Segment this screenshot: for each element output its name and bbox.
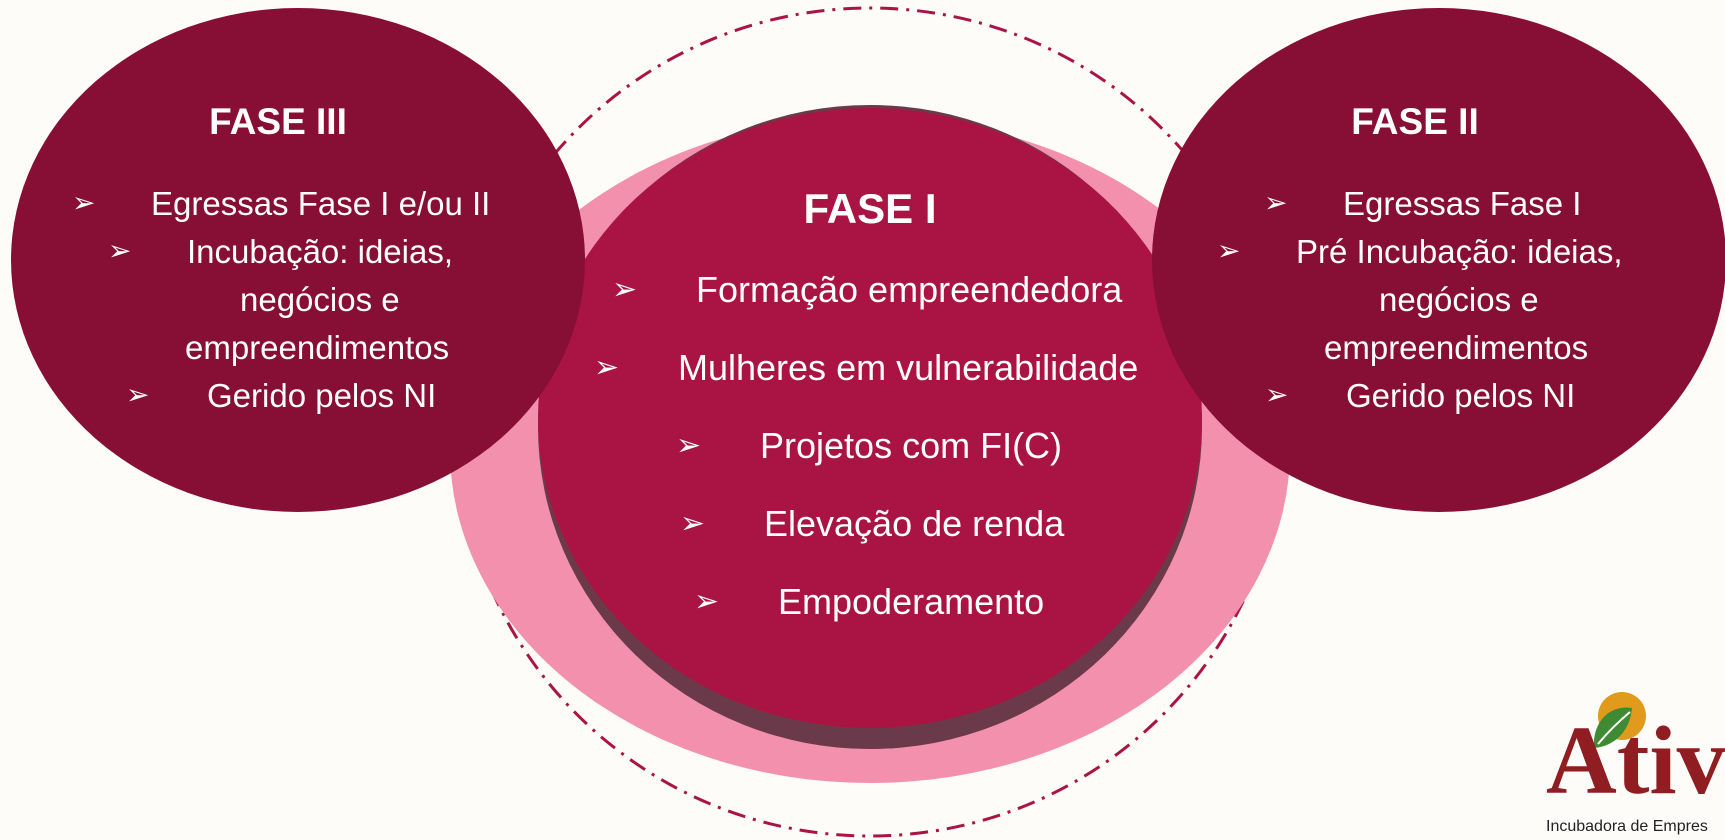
phase2-item-3: Gerido pelos NI [1346, 377, 1576, 414]
phase3-item-2-cont-1: negócios e [240, 281, 400, 318]
phase1-item-5: Empoderamento [778, 581, 1045, 622]
phase2-bullet-2: ➢ [1217, 235, 1241, 266]
phase3-bullet-2: ➢ [108, 235, 132, 266]
phase1-bullet-4: ➢ [680, 507, 706, 540]
phase2-bullet-3: ➢ [1265, 379, 1289, 410]
phase3-bullet-1: ➢ [72, 187, 96, 218]
logo-wordmark: Ativ [1546, 707, 1725, 815]
phase3-item-2-cont-2: empreendimentos [185, 329, 450, 366]
phase3-bullet-3: ➢ [126, 379, 150, 410]
phase1-circle [538, 108, 1202, 728]
phase1-bullet-5: ➢ [694, 585, 720, 618]
phase1-item-4: Elevação de renda [764, 503, 1065, 544]
phase1-item-2: Mulheres em vulnerabilidade [678, 347, 1139, 388]
logo-emblem-icon [1593, 692, 1646, 748]
phase3-circle [11, 8, 585, 512]
phase1-bullet-2: ➢ [594, 351, 620, 384]
phase3-item-2: Incubação: ideias, [187, 233, 454, 270]
phase1-item-1: Formação empreendedora [696, 269, 1123, 310]
logo-caption: Incubadora de Empres [1546, 818, 1708, 835]
logo: Ativ Incubadora de Empres [1540, 686, 1725, 840]
phase2-item-1: Egressas Fase I [1343, 185, 1582, 222]
phase2-item-2-cont-2: empreendimentos [1324, 329, 1589, 366]
phase3-title: FASE III [209, 101, 347, 142]
phase1-bullet-1: ➢ [612, 273, 638, 306]
phase3-item-3: Gerido pelos NI [207, 377, 437, 414]
phase2-bullet-1: ➢ [1264, 187, 1288, 218]
phase3-item-1: Egressas Fase I e/ou II [151, 185, 491, 222]
phase1-bullet-3: ➢ [676, 429, 702, 462]
phase2-item-2-cont-1: negócios e [1379, 281, 1539, 318]
phase1-title: FASE I [803, 185, 937, 232]
phase2-circle [1152, 8, 1725, 512]
phase1-item-3: Projetos com FI(C) [760, 425, 1063, 466]
phase2-item-2: Pré Incubação: ideias, [1296, 233, 1623, 270]
phase2-title: FASE II [1351, 101, 1479, 142]
